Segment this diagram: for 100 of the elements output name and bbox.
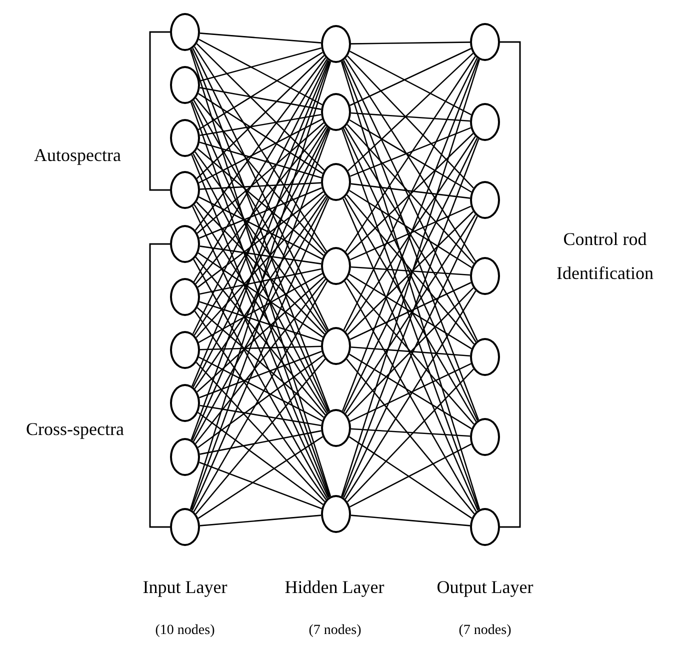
connection-line (195, 98, 326, 254)
group-label: Autospectra (33, 144, 122, 167)
neuron-circle (470, 23, 500, 61)
connection-line (200, 182, 322, 190)
neuron-circle (170, 66, 200, 104)
neuron-circle (170, 331, 200, 369)
neuron-circle (321, 409, 351, 447)
connection-line (194, 196, 327, 389)
neuron-circle (321, 93, 351, 131)
connection-line (198, 412, 324, 506)
connection-line (198, 273, 323, 343)
connection-line (200, 404, 322, 426)
connection-line (198, 93, 323, 174)
connection-line (350, 363, 472, 422)
layer-label: Hidden Layer (284, 576, 386, 599)
layer-label: Input Layer (142, 576, 228, 599)
connection-line (200, 246, 322, 264)
connection-line (195, 124, 326, 284)
connection-line (200, 87, 322, 110)
connection-line (347, 368, 474, 502)
connection-line (198, 52, 323, 130)
connection-line (194, 57, 326, 231)
neuron-circle (470, 103, 500, 141)
neuron-circle (170, 278, 200, 316)
connection-line (350, 444, 472, 508)
neuron-circle (470, 338, 500, 376)
connection-line (199, 350, 322, 398)
connection-line (350, 50, 472, 116)
connection-line (192, 128, 328, 388)
connection-line (346, 358, 475, 514)
connection-line (199, 142, 322, 178)
neuron-circle (170, 225, 200, 263)
node-count: (7 nodes) (308, 622, 362, 640)
neuron-circle (170, 384, 200, 422)
connection-line (350, 206, 472, 260)
connection-line (200, 114, 322, 136)
node-count: (10 nodes) (154, 622, 216, 640)
connection-line (196, 307, 324, 418)
connection-line (192, 154, 328, 412)
connection-line (348, 52, 474, 172)
neuron-circle (321, 247, 351, 285)
neuron-circle (470, 508, 500, 546)
connection-line (193, 58, 328, 282)
connection-line (199, 187, 322, 239)
neuron-circle (470, 181, 500, 219)
connection-line (347, 211, 474, 335)
connection-line (192, 101, 330, 412)
connection-line (350, 183, 470, 199)
connection-line (198, 191, 324, 288)
neuron-circle (470, 257, 500, 295)
connection-line (350, 428, 470, 437)
group-label: Cross-spectra (25, 418, 125, 441)
connection-line (198, 196, 322, 260)
connection-line (198, 356, 322, 422)
connection-line (200, 32, 322, 44)
connection-line (351, 42, 470, 44)
node-count: (7 nodes) (458, 622, 512, 640)
connection-line (194, 46, 328, 252)
connection-line (200, 430, 322, 455)
connection-line (198, 354, 324, 448)
connection-line (200, 514, 322, 526)
neuron-circle (321, 495, 351, 533)
connection-line (200, 268, 322, 295)
connection-line (346, 194, 474, 345)
neuron-circle (321, 327, 351, 365)
connection-line (197, 148, 324, 256)
neuron-circle (321, 163, 351, 201)
neuron-circle (170, 13, 200, 51)
connection-line (350, 48, 472, 106)
output-label: Control rod Identification (556, 228, 654, 286)
neuron-circle (470, 418, 500, 456)
connection-line (350, 266, 470, 276)
connection-line (347, 56, 474, 188)
neuron-circle (321, 25, 351, 63)
connection-line (350, 282, 472, 340)
connection-line (194, 310, 327, 500)
connection-line (194, 152, 326, 332)
connection-line (349, 119, 472, 193)
neuron-circle (170, 438, 200, 476)
connection-line (349, 190, 472, 268)
connection-line (199, 301, 322, 342)
connection-line (198, 436, 324, 519)
neuron-circle (170, 171, 200, 209)
connection-line (192, 128, 330, 441)
connection-line (200, 47, 322, 82)
connection-line (198, 38, 322, 106)
connection-line (350, 346, 470, 357)
connection-line (349, 354, 472, 430)
layer-label: Output Layer (436, 576, 534, 599)
connection-line (199, 462, 322, 510)
connection-line (350, 112, 470, 122)
connection-line (198, 252, 324, 338)
connection-line (195, 256, 326, 416)
connection-line (198, 118, 322, 184)
neuron-circle (170, 119, 200, 157)
connection-line (349, 274, 472, 350)
neuron-circle (170, 508, 200, 546)
connection-line (350, 127, 471, 177)
connection-line (348, 436, 472, 519)
connection-line (200, 346, 322, 350)
